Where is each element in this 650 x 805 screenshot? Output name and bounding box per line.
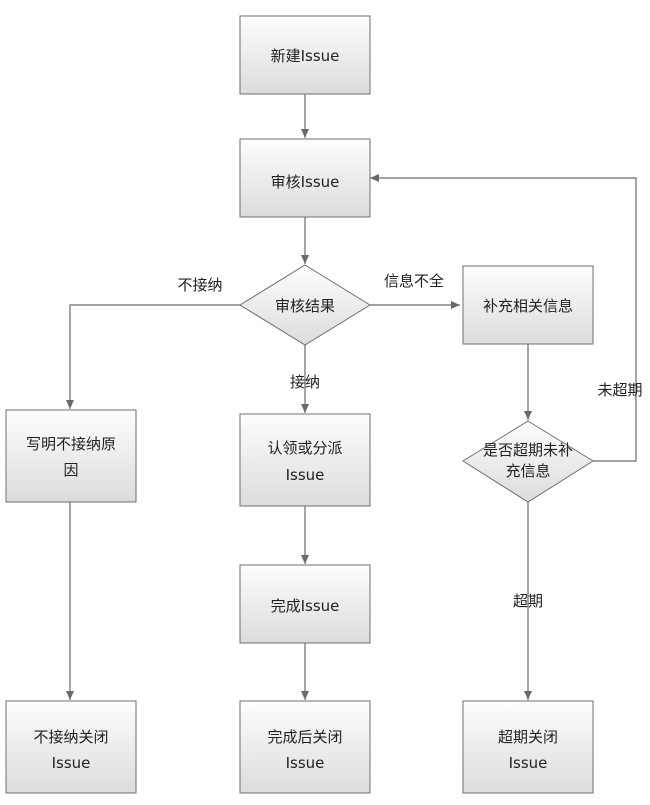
node-overdue-close-line1: 超期关闭 bbox=[498, 728, 558, 746]
node-reject-close-line2: Issue bbox=[52, 754, 91, 772]
edge-label-reject: 不接纳 bbox=[177, 276, 222, 294]
node-review-result: 审核结果 bbox=[239, 264, 371, 346]
node-write-reason-line2: 因 bbox=[63, 461, 78, 479]
edge-label-info-incomplete: 信息不全 bbox=[384, 272, 444, 290]
node-complete-close-line1: 完成后关闭 bbox=[267, 728, 342, 746]
node-supplement-info-label: 补充相关信息 bbox=[483, 297, 573, 315]
node-supplement-info: 补充相关信息 bbox=[462, 265, 594, 345]
node-new-issue-label: 新建Issue bbox=[271, 47, 340, 65]
node-is-overdue-line1: 是否超期未补 bbox=[483, 441, 573, 459]
node-new-issue: 新建Issue bbox=[239, 15, 371, 95]
node-claim-or-assign: 认领或分派 Issue bbox=[239, 413, 371, 507]
edge-label-overdue: 超期 bbox=[513, 592, 543, 610]
node-is-overdue: 是否超期未补 充信息 bbox=[462, 420, 594, 503]
node-reject-close-line1: 不接纳关闭 bbox=[33, 728, 108, 746]
node-is-overdue-line2: 充信息 bbox=[505, 462, 550, 480]
node-complete-issue-label: 完成Issue bbox=[271, 597, 340, 615]
node-write-reason: 写明不接纳原 因 bbox=[5, 409, 137, 503]
node-review-issue: 审核Issue bbox=[239, 138, 371, 218]
node-reject-close: 不接纳关闭 Issue bbox=[5, 700, 137, 794]
edge-label-accept: 接纳 bbox=[290, 373, 320, 391]
node-overdue-close: 超期关闭 Issue bbox=[462, 700, 594, 794]
node-review-result-label: 审核结果 bbox=[275, 297, 335, 315]
edge-reject bbox=[66, 304, 240, 409]
node-complete-close-line2: Issue bbox=[286, 754, 325, 772]
node-claim-or-assign-line1: 认领或分派 bbox=[267, 439, 342, 457]
node-complete-close: 完成后关闭 Issue bbox=[239, 700, 371, 794]
node-claim-or-assign-line2: Issue bbox=[286, 466, 325, 484]
node-complete-issue: 完成Issue bbox=[239, 564, 371, 644]
edge-not-overdue bbox=[370, 174, 637, 462]
node-write-reason-line1: 写明不接纳原 bbox=[26, 435, 116, 453]
node-review-issue-label: 审核Issue bbox=[271, 173, 340, 191]
edge-label-not-overdue: 未超期 bbox=[597, 381, 642, 399]
node-overdue-close-line2: Issue bbox=[509, 754, 548, 772]
